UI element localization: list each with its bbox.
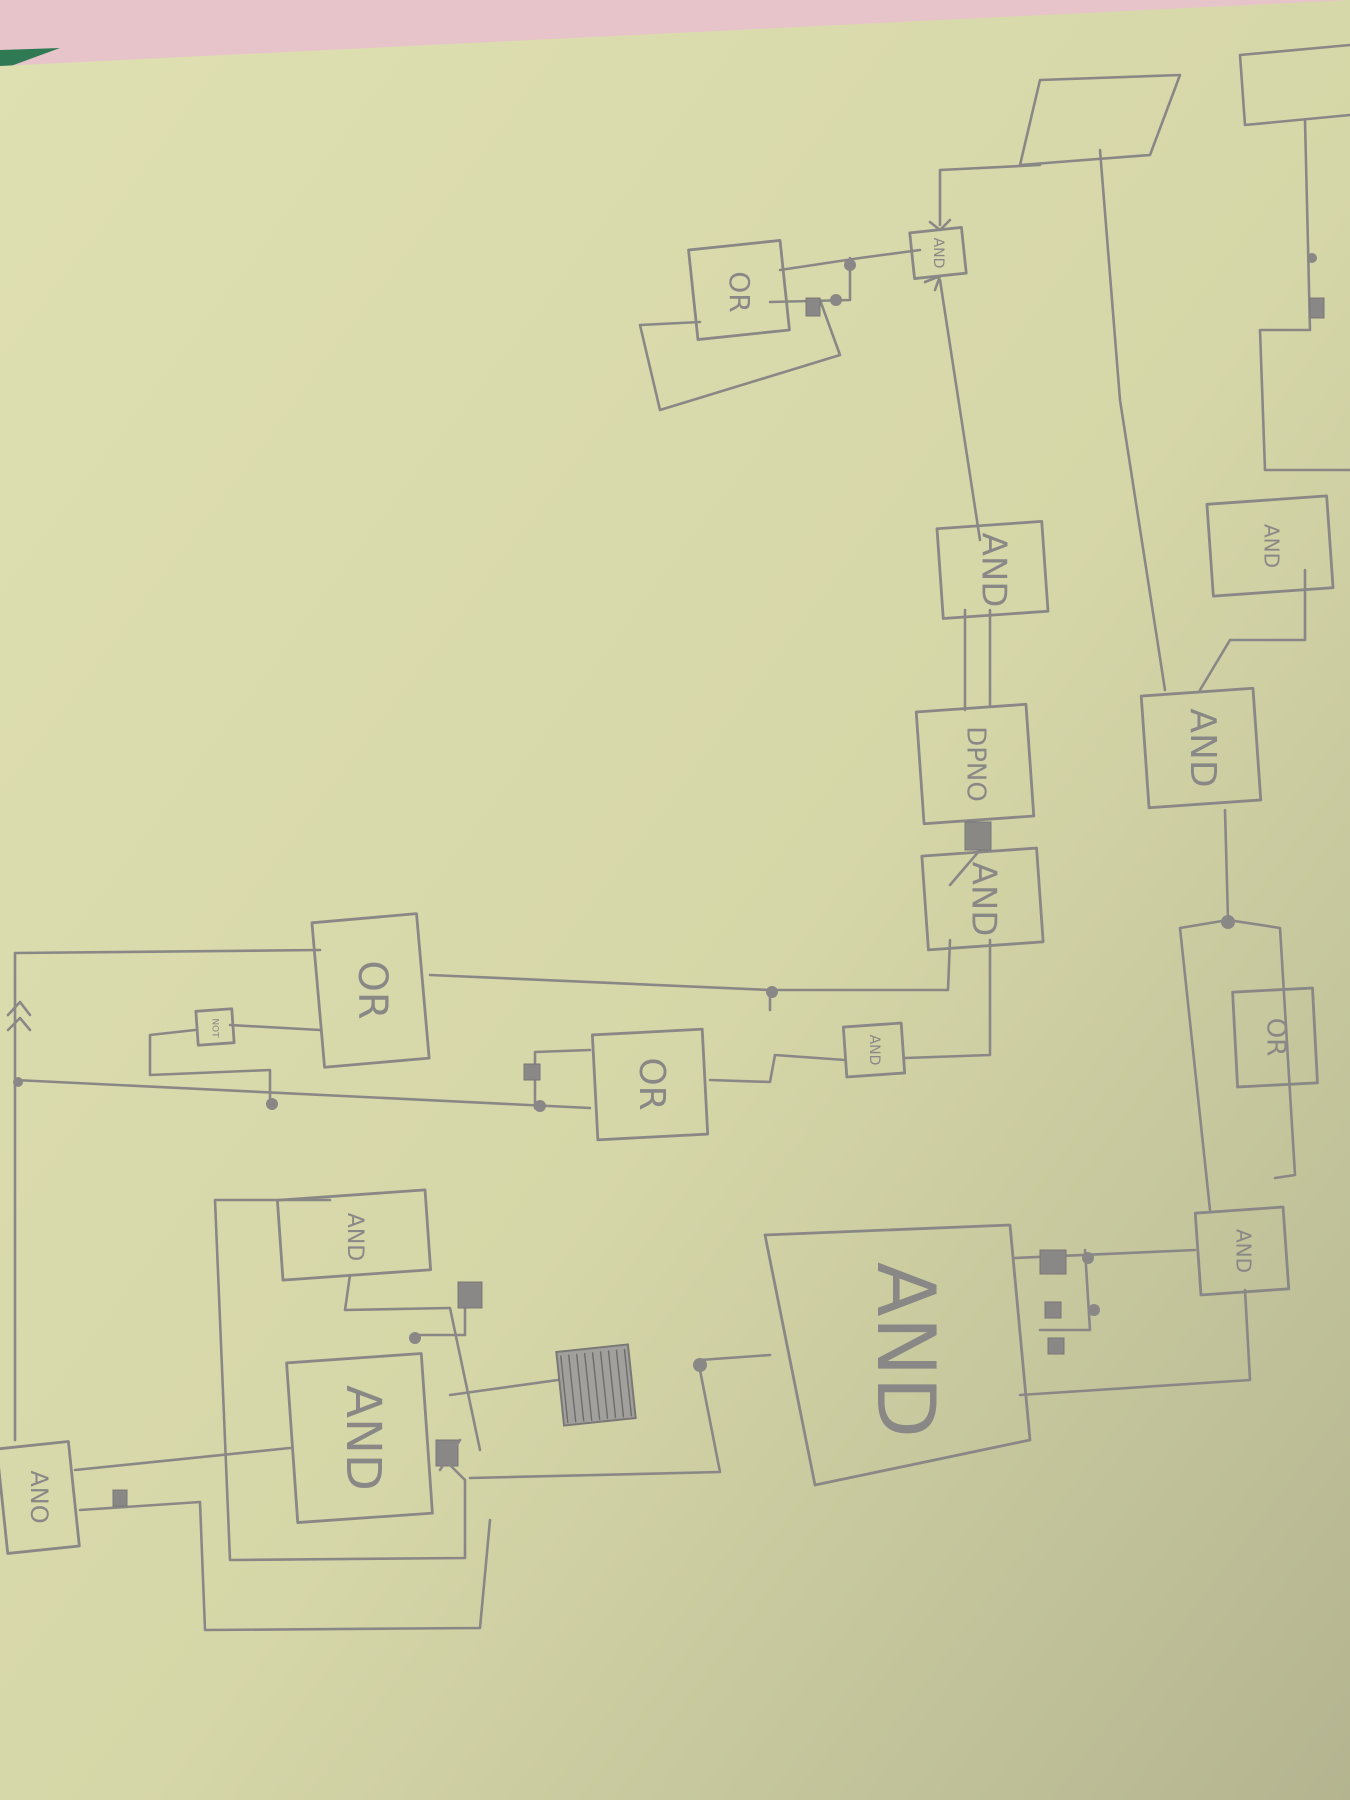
resistor-dpno: [964, 821, 992, 851]
svg-text:AND: AND: [866, 1035, 882, 1066]
svg-text:OR: OR: [1261, 1018, 1291, 1057]
resistor-or-middle: [523, 1063, 541, 1081]
svg-text:AND: AND: [859, 1262, 952, 1438]
svg-text:AND: AND: [930, 238, 946, 269]
svg-text:AND: AND: [1182, 708, 1223, 787]
gate-and-tiny: AND: [841, 1021, 907, 1079]
resistor-big-2: [1044, 1301, 1062, 1319]
gate-and-lower-left-top: AND: [275, 1188, 433, 1282]
wires: [13, 43, 1350, 1632]
gate-or-right: OR: [1231, 986, 1319, 1089]
gate-and-big: AND: [763, 1223, 1032, 1487]
gate-tiny-not: NOT: [194, 1007, 236, 1047]
resistor-top: [805, 297, 821, 317]
svg-text:AND: AND: [1260, 524, 1284, 568]
resistor-big-3: [1047, 1337, 1065, 1355]
gate-or-large: OR: [310, 912, 431, 1069]
svg-text:AND: AND: [342, 1213, 367, 1261]
gate-and-lower-left: AND: [285, 1352, 434, 1524]
resistor-lower-left: [457, 1281, 483, 1309]
gate-or-top-left: OR: [687, 239, 791, 341]
svg-text:ANO: ANO: [25, 1470, 53, 1523]
svg-text:DPNO: DPNO: [961, 726, 991, 802]
resistor-cross: [435, 1439, 459, 1467]
gate-and-upper: AND: [935, 520, 1050, 620]
svg-text:AND: AND: [974, 533, 1014, 608]
hatched-block: [555, 1343, 637, 1427]
junction-dots: [13, 253, 1317, 1372]
svg-text:AND: AND: [1232, 1229, 1256, 1273]
svg-text:OR: OR: [349, 960, 395, 1019]
svg-text:OR: OR: [631, 1057, 672, 1110]
svg-text:NOT: NOT: [210, 1018, 220, 1038]
resistors: [112, 297, 1325, 1507]
arrow-marks: [6, 218, 952, 1482]
gate-or-middle: OR: [590, 1027, 710, 1142]
gate-dpno: DPNO: [914, 702, 1036, 826]
svg-text:AND: AND: [335, 1385, 391, 1491]
svg-text:OR: OR: [723, 271, 756, 313]
gate-and-right-tall: AND: [1139, 686, 1263, 810]
resistor-bottom: [112, 1489, 128, 1507]
gate-and-small-top: AND: [908, 226, 968, 280]
gate-and-right-small: AND: [1205, 494, 1335, 598]
gate-and-lower-right: AND: [1193, 1205, 1291, 1297]
svg-text:AND: AND: [964, 862, 1004, 937]
resistor-big-1: [1039, 1249, 1067, 1275]
resistor-top-right: [1309, 297, 1325, 319]
gate-and-middle: AND: [920, 846, 1045, 952]
gate-and-bottom-edge: ANO: [0, 1440, 81, 1555]
